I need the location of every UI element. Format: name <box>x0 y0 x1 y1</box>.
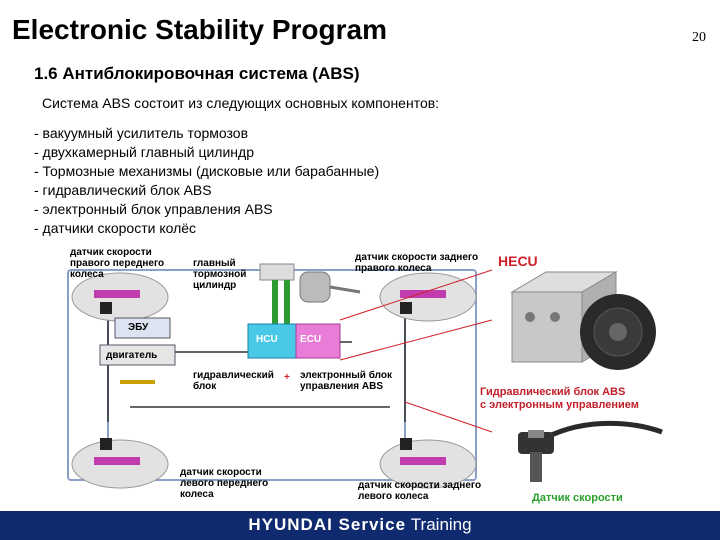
pointer-line <box>339 269 493 321</box>
list-item: - двухкамерный главный цилиндр <box>34 144 254 160</box>
label-rr-sensor: датчик скорости заднего правого колеса <box>355 252 479 274</box>
engine-box <box>99 344 176 366</box>
intro-text: Система ABS состоит из следующих основны… <box>42 95 440 111</box>
ecu-block <box>295 323 341 359</box>
label-ecu-box: ЭБУ <box>128 322 149 333</box>
page-number: 20 <box>692 30 706 45</box>
label-hydraulic-unit: гидравлический блок <box>193 370 274 392</box>
label-fl-sensor: датчик скорости левого переднего колеса <box>180 467 269 500</box>
footer-training: Training <box>410 515 472 534</box>
footer-bar <box>0 511 720 540</box>
ecu-box <box>114 317 171 339</box>
label-master-cylinder: главный тормозной цилиндр <box>193 258 247 291</box>
wheel-rear-left <box>379 438 477 489</box>
hecu-caption: Гидравлический блок ABS с электронным уп… <box>480 386 639 411</box>
label-ecu: ECU <box>300 334 322 345</box>
abs-system-diagram <box>67 263 493 489</box>
footer-brand-name: HYUNDAI Service <box>248 515 407 534</box>
label-plus: + <box>284 372 290 383</box>
components-list: - вакуумный усилитель тормозов - двухкам… <box>34 124 379 238</box>
label-fr-sensor: датчик скорости правого переднего колеса <box>70 247 165 280</box>
label-rl-sensor: датчик скорости заднего левого колеса <box>358 480 482 502</box>
list-item: - датчики скорости колёс <box>34 220 197 236</box>
section-title: 1.6 Антиблокировочная система (ABS) <box>34 64 360 83</box>
wheel-front-right <box>71 272 169 322</box>
pointer-line <box>404 401 493 433</box>
label-hcu: HCU <box>256 334 278 345</box>
slide-title: Electronic Stability Program <box>12 14 387 45</box>
wheel-rear-right <box>379 272 477 322</box>
label-engine: двигатель <box>106 350 158 361</box>
label-ecu-abs: электронный блок управления ABS <box>300 370 392 392</box>
list-item: - гидравлический блок ABS <box>34 182 212 198</box>
sensor-caption: Датчик скорости <box>532 492 623 504</box>
list-item: - вакуумный усилитель тормозов <box>34 125 249 141</box>
pointer-line <box>339 319 493 361</box>
footer-brand: HYUNDAI Service Training <box>0 515 720 535</box>
hcu-block <box>247 323 297 359</box>
list-item: - Тормозные механизмы (дисковые или бара… <box>34 163 380 179</box>
list-item: - электронный блок управления ABS <box>34 201 273 217</box>
wheel-front-left <box>71 438 169 489</box>
master-cylinder <box>259 263 361 324</box>
hecu-label: HECU <box>498 253 538 269</box>
wheel-speed-sensor-image <box>518 420 663 482</box>
hecu-unit-image <box>510 271 656 370</box>
